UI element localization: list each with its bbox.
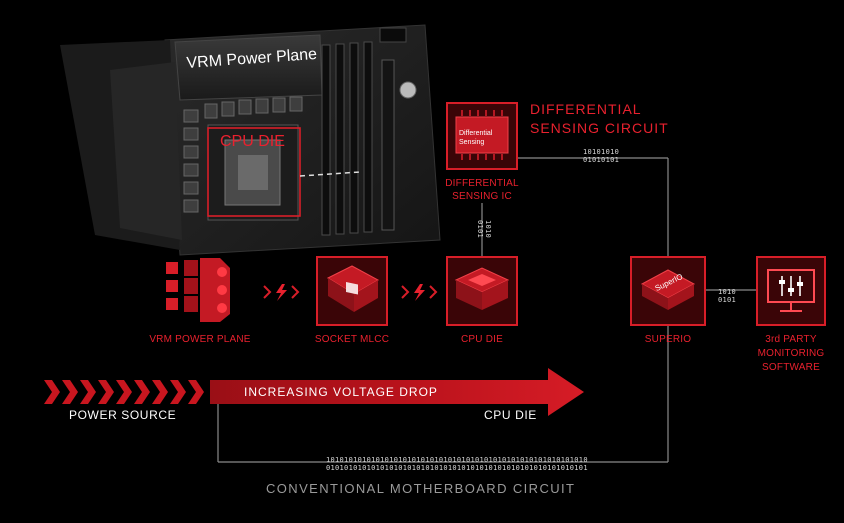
superio-box: SuperIO (630, 256, 706, 326)
mlcc-icon (326, 265, 380, 312)
arrow-text: INCREASING VOLTAGE DROP (244, 385, 438, 399)
capacitor (399, 81, 417, 99)
label-vrm-power-plane: VRM POWER PLANE (149, 334, 251, 345)
bits-bottom: 1010101010101010101010101010101010101010… (326, 456, 588, 472)
arrow-cpu-die-label: CPU DIE (484, 408, 537, 422)
software-box (756, 256, 826, 326)
chip-text-2: Sensing (459, 139, 485, 146)
diff-circuit-title-2: SENSING CIRCUIT (530, 120, 669, 136)
diff-circuit-title-1: DIFFERENTIAL (530, 101, 642, 117)
label-cpu-die: CPU DIE (461, 334, 503, 345)
diff-sensing-ic-box: Differential Sensing (446, 102, 518, 170)
cpu-die-icon (454, 267, 510, 310)
cpu-die-chip (238, 155, 268, 190)
label-software-1: 3rd PARTY (765, 334, 817, 345)
label-software-3: SOFTWARE (762, 362, 820, 373)
vrm-plane-icon (166, 258, 230, 322)
power-arrow-icon-1 (263, 284, 300, 301)
chevron-stripes (44, 380, 204, 404)
chip-icon (455, 110, 509, 160)
vrm-chokes (183, 96, 303, 213)
atx-connector (381, 59, 395, 231)
io-shroud (110, 62, 182, 240)
diff-ic-label-1: DIFFERENTIAL (445, 178, 519, 189)
cpu-die-box (446, 256, 518, 326)
power-arrow-icon-2 (401, 284, 438, 301)
ram-slots (321, 41, 373, 236)
debug-display (379, 27, 407, 43)
diff-ic-label-2: SENSING IC (452, 191, 512, 202)
trace-dash (299, 171, 361, 177)
chip-text-1: Differential (459, 130, 493, 137)
monitor-icon (767, 269, 815, 312)
label-socket-mlcc: SOCKET MLCC (314, 334, 390, 345)
label-superio: SUPERIO (644, 334, 692, 345)
socket-mlcc-box (316, 256, 388, 326)
arrow-body (210, 368, 584, 416)
die-highlight (207, 127, 301, 217)
superio-chip-icon (640, 269, 696, 310)
die-overlay-label: CPU DIE (220, 133, 285, 150)
power-source-label: POWER SOURCE (69, 408, 177, 422)
conventional-circuit-caption: CONVENTIONAL MOTHERBOARD CIRCUIT (266, 481, 576, 496)
label-software-2: MONITORING (757, 348, 825, 359)
